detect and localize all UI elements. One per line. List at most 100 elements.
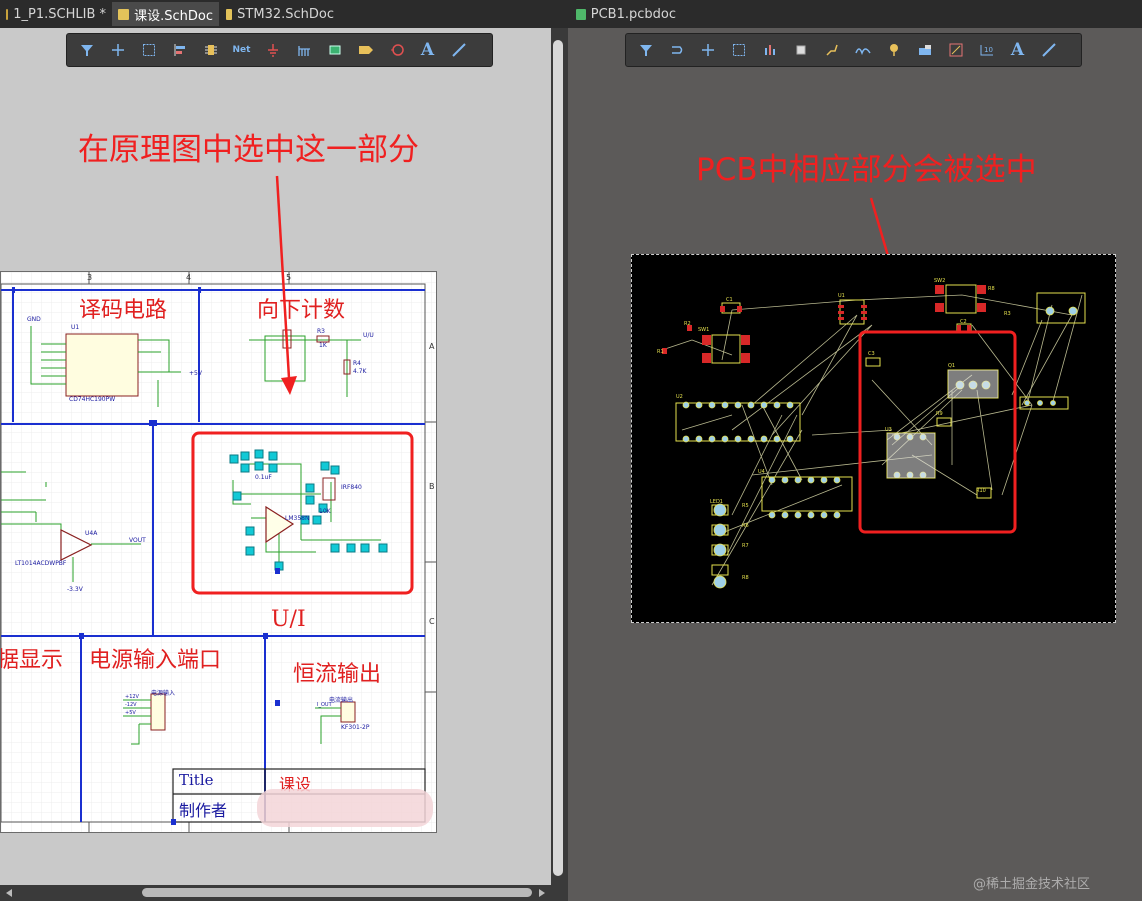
gnd-port-button[interactable]	[259, 37, 286, 63]
line-icon	[1041, 43, 1056, 57]
select-button[interactable]	[725, 37, 752, 63]
schematic-drawing	[1, 272, 436, 832]
crosshair-icon	[111, 44, 124, 56]
diff-pair-button[interactable]	[849, 37, 876, 63]
polygon-pour-icon	[918, 45, 931, 55]
via-button[interactable]	[880, 37, 907, 63]
tab-schdoc-stm32[interactable]: STM32.SchDoc	[220, 2, 340, 26]
svg-text:R3: R3	[1004, 311, 1011, 317]
part-name: IRF840	[341, 484, 362, 491]
measure-button[interactable]	[942, 37, 969, 63]
author-label: 制作者	[179, 801, 228, 820]
scroll-left-icon[interactable]	[4, 888, 14, 898]
port-icon	[358, 46, 373, 54]
section-label-decoder: 译码电路	[79, 298, 168, 323]
text-button[interactable]: A	[1004, 37, 1031, 63]
no-erc-button[interactable]	[383, 37, 410, 63]
port-button[interactable]	[352, 37, 379, 63]
measure-icon	[949, 43, 962, 57]
part-ref: U4A	[85, 530, 98, 537]
net-icon: Net	[232, 45, 251, 55]
route-button[interactable]	[663, 37, 690, 63]
schematic-sheet[interactable]: 3 4 5 A B C 译码电路 向下计数 U/I 据显示 电源输入端口 恒流输…	[0, 271, 437, 833]
section-label-down-count: 向下计数	[257, 298, 346, 323]
crosshair-icon	[701, 44, 714, 56]
svg-text:U2: U2	[676, 394, 683, 400]
annotation-arrow-left	[275, 175, 297, 395]
svg-text:R6: R6	[742, 523, 749, 529]
tab-label: 1_P1.SCHLIB *	[13, 6, 106, 22]
interactive-route-button[interactable]	[818, 37, 845, 63]
align-button[interactable]	[756, 37, 783, 63]
svg-text:10: 10	[984, 46, 993, 54]
polygon-button[interactable]	[911, 37, 938, 63]
sheet-symbol-icon	[329, 45, 340, 55]
pin-label: +5V	[125, 710, 136, 716]
bus-button[interactable]	[290, 37, 317, 63]
filter-icon	[80, 45, 93, 56]
tab-schlib[interactable]: 1_P1.SCHLIB *	[0, 2, 112, 26]
section-label-power-input: 电源输入端口	[89, 648, 222, 673]
sheet-symbol-button[interactable]	[321, 37, 348, 63]
filter-button[interactable]	[632, 37, 659, 63]
part-title: 电流输出	[329, 697, 354, 704]
scroll-right-icon[interactable]	[537, 888, 547, 898]
align-button[interactable]	[166, 37, 193, 63]
tab-label: STM32.SchDoc	[237, 6, 334, 22]
tab-pcbdoc[interactable]: PCB1.pcbdoc	[570, 2, 682, 26]
svg-text:C3: C3	[868, 351, 875, 357]
filter-button[interactable]	[73, 37, 100, 63]
svg-text:R5: R5	[742, 503, 749, 509]
no-erc-icon	[390, 44, 404, 56]
align-icon	[174, 44, 185, 56]
dimension-icon: 10	[980, 45, 993, 56]
part-name: CD74HC190PW	[69, 396, 116, 403]
place-component-button[interactable]	[787, 37, 814, 63]
watermark: @稀土掘金技术社区	[973, 877, 1091, 892]
annotation-right: PCB中相应部分会被选中	[696, 152, 1037, 188]
annotation-left: 在原理图中选中这一部分	[78, 132, 419, 168]
svg-text:R9: R9	[936, 411, 943, 417]
ruler-label: B	[429, 482, 435, 491]
svg-text:R8: R8	[988, 286, 995, 292]
section-label-display: 据显示	[0, 648, 64, 673]
tab-schdoc-keshe[interactable]: 课设.SchDoc	[112, 2, 219, 26]
blurred-author-name	[257, 789, 433, 827]
selection-highlight-box	[191, 431, 414, 595]
part-ref: R3	[317, 328, 325, 335]
pin-label: -12V	[125, 702, 137, 708]
pcbdoc-file-icon	[576, 8, 586, 20]
svg-text:R10: R10	[976, 488, 986, 494]
part-value: 1K	[319, 342, 327, 349]
select-button[interactable]	[135, 37, 162, 63]
schematic-editor-pane[interactable]: 3 4 5 A B C 译码电路 向下计数 U/I 据显示 电源输入端口 恒流输…	[0, 28, 551, 885]
ruler-label: 4	[186, 273, 192, 282]
vertical-scrollbar[interactable]	[553, 40, 563, 876]
text-button[interactable]: A	[414, 37, 441, 63]
add-button[interactable]	[104, 37, 131, 63]
schdoc-file-icon	[226, 8, 233, 20]
place-part-button[interactable]	[197, 37, 224, 63]
dimension-button[interactable]: 10	[973, 37, 1000, 63]
svg-text:LED1: LED1	[710, 499, 723, 505]
part-ref: U1	[71, 324, 80, 331]
component-icon	[796, 45, 805, 55]
title-block-label: Title	[179, 771, 214, 789]
part-ref: R4	[353, 360, 361, 367]
part-name: LM358N	[285, 515, 310, 522]
part-name: KF301-2P	[341, 724, 370, 731]
net-label: +5V	[189, 370, 202, 377]
horizontal-scrollbar-thumb[interactable]	[142, 888, 532, 897]
line-button[interactable]	[445, 37, 472, 63]
select-rect-icon	[732, 44, 745, 56]
net-label-button[interactable]: Net	[228, 37, 255, 63]
svg-text:SW2: SW2	[934, 278, 945, 284]
section-label-const-current: 恒流输出	[293, 662, 382, 687]
line-button[interactable]	[1035, 37, 1062, 63]
svg-text:R7: R7	[742, 543, 749, 549]
add-button[interactable]	[694, 37, 721, 63]
schematic-active-bar: Net A	[66, 33, 493, 67]
svg-text:R8: R8	[742, 575, 749, 581]
